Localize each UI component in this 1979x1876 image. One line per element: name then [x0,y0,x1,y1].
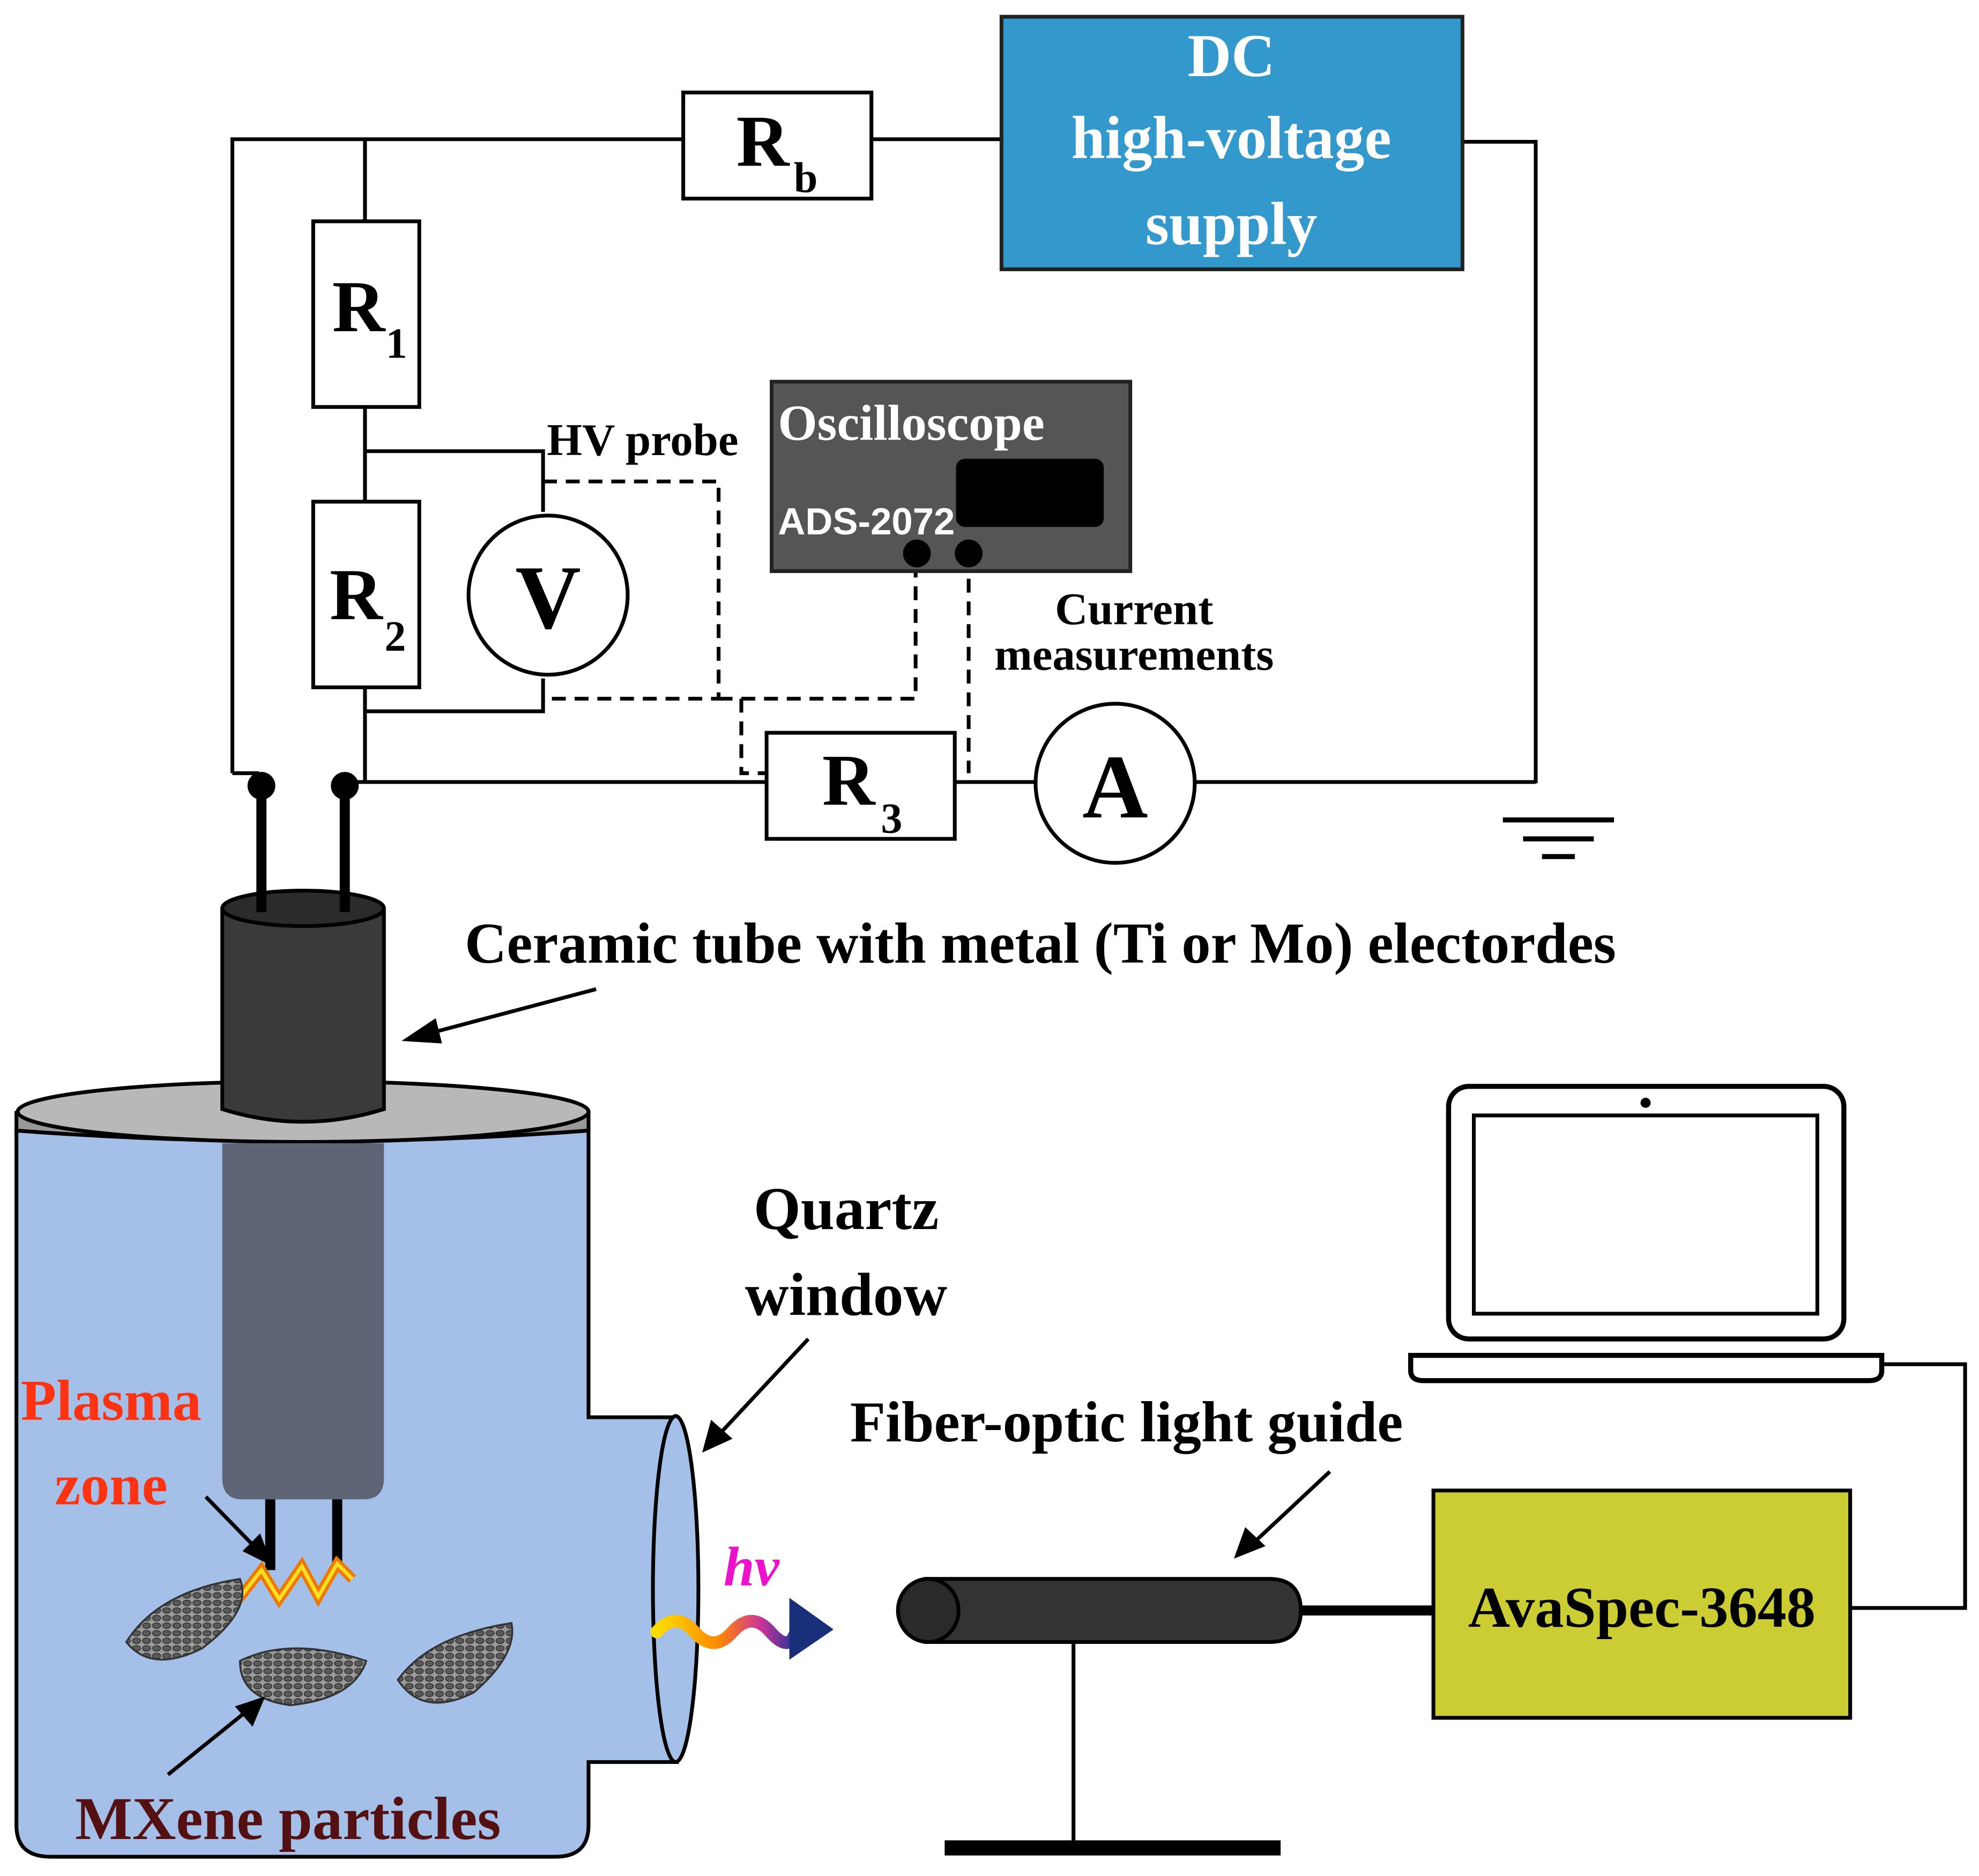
oscilloscope: Oscilloscope ADS-2072 [770,379,1133,574]
hv-probe-label: HV probe [547,415,738,465]
resistor-r3-subscript: 3 [881,795,902,842]
ammeter: A [1033,702,1197,865]
mxene-arrow [167,1696,265,1776]
circuit-wires [230,137,1538,784]
mxene-flake-2 [239,1647,368,1707]
stand-base [944,1840,1281,1856]
mxene-flake-1 [125,1577,244,1661]
voltmeter-label: V [515,547,581,648]
oscilloscope-channel2-terminal [955,539,983,568]
resistor-rb-label: R [736,100,790,182]
resistor-rb: R b [681,91,874,202]
hv-probe-dashed-lines [543,479,971,776]
usb-cable [1850,1362,1967,1610]
dc-high-voltage-supply: DC high-voltage supply [999,14,1464,271]
electrode-terminal-right [331,772,359,800]
quartz-window [651,1414,701,1764]
spectrometer: AvaSpec-3648 [1431,1488,1852,1720]
plasma-zone-label-line1: Plasma [21,1368,202,1433]
resistor-r3: R 3 [764,731,957,842]
ceramic-tube-arrow [401,987,597,1044]
oscilloscope-channel1-terminal [903,539,931,568]
ground-symbol [1502,817,1615,859]
photon-hv-label: hv [724,1536,780,1597]
resistor-r1-label: R [332,266,386,347]
fiber-optic-guide [896,1577,1434,1856]
ceramic-tube-label: Ceramic tube with metal (Ti or Mo) elect… [465,911,1616,976]
quartz-window-label-line1: Quartz [754,1175,939,1242]
resistor-r1-subscript: 1 [386,320,407,367]
reactor-vessel [14,889,701,1859]
resistor-rb-subscript: b [794,155,818,202]
electrode-terminal-left [247,772,276,800]
current-measurements-label-line1: Current [1055,584,1213,635]
resistor-r1: R 1 [311,219,421,409]
laptop-camera-icon [1640,1098,1651,1108]
oscilloscope-screen [956,458,1104,527]
mxene-particles-label: MXene particles [75,1785,501,1852]
light-emission-wave [650,1598,834,1660]
fiber-optic-arrow [1233,1470,1331,1559]
voltmeter: V [466,513,630,677]
oscilloscope-title: Oscilloscope [778,396,1044,451]
ammeter-label: A [1082,736,1148,837]
ceramic-tube [220,907,386,1124]
plasma-zone-label-line2: zone [55,1453,168,1517]
laptop-screen [1472,1113,1819,1316]
supply-label-line2: high-voltage [1072,105,1392,172]
supply-label-line1: DC [1188,23,1275,90]
laptop-base [1408,1352,1885,1383]
current-measurements-label-line2: measurements [994,629,1274,680]
oscilloscope-model: ADS-2072 [778,500,955,542]
spectrometer-label: AvaSpec-3648 [1468,1575,1816,1640]
resistor-r3-label: R [822,739,876,821]
mxene-flake-3 [397,1622,514,1704]
resistor-r2-label: R [330,554,383,635]
quartz-window-arrow [702,1337,810,1453]
fiber-optic-label: Fiber-optic light guide [850,1390,1403,1454]
quartz-window-label-line2: window [745,1261,947,1328]
laptop [1408,1084,1885,1383]
supply-label-line3: supply [1145,190,1318,257]
plasma-zone-arrow [204,1495,273,1567]
resistor-r2: R 2 [311,500,421,689]
resistor-r2-subscript: 2 [384,613,406,660]
ceramic-tube-submerged [222,1143,384,1500]
